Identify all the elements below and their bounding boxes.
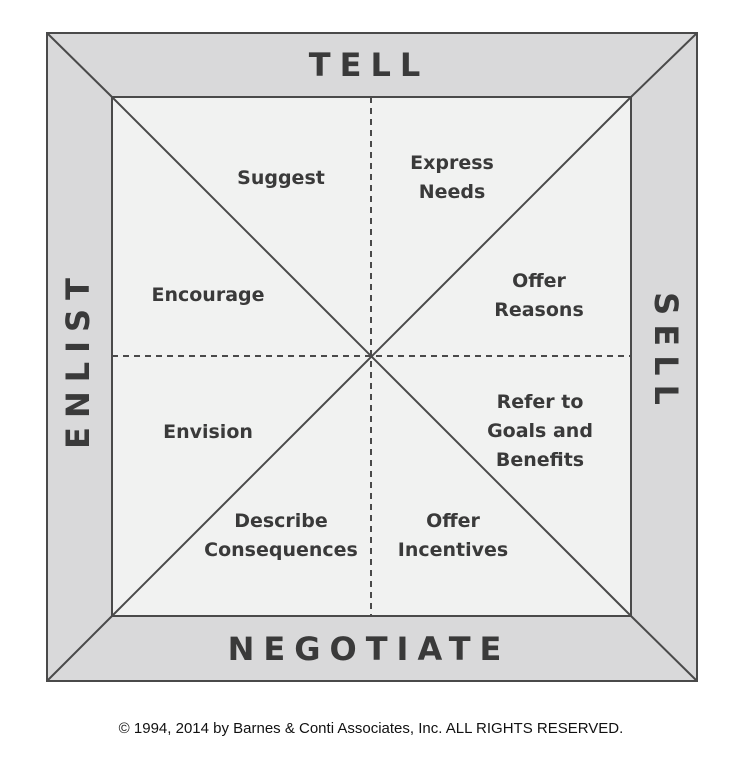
- cell-label-line: Goals and: [487, 420, 593, 442]
- side-label-negotiate: NEGOTIATE: [228, 630, 511, 668]
- cell-label-line: Refer to: [497, 391, 584, 413]
- cell-label-line: Suggest: [237, 167, 325, 189]
- side-label-tell: TELL: [309, 46, 429, 84]
- cell-label-line: Encourage: [151, 284, 264, 306]
- side-label-enlist: ENLIST: [59, 269, 97, 449]
- corner-line-bl: [46, 615, 113, 682]
- cell-suggest: Suggest: [237, 167, 325, 189]
- copyright-notice: © 1994, 2014 by Barnes & Conti Associate…: [119, 720, 624, 737]
- cell-label-line: Reasons: [494, 299, 584, 321]
- cell-label-line: Describe: [234, 510, 328, 532]
- cell-label-line: Incentives: [398, 539, 508, 561]
- diagonal-anti: [111, 96, 632, 617]
- cell-label-line: Benefits: [496, 449, 584, 471]
- cell-encourage: Encourage: [151, 284, 264, 306]
- cell-label-line: Express: [410, 152, 494, 174]
- cell-label-line: Needs: [419, 181, 486, 203]
- cell-label-line: Offer: [426, 510, 480, 532]
- corner-line-tr: [630, 32, 698, 98]
- side-label-sell: SELL: [647, 292, 685, 414]
- cell-label-line: Offer: [512, 270, 566, 292]
- cell-envision: Envision: [163, 421, 253, 443]
- cell-label-line: Consequences: [204, 539, 358, 561]
- cell-label-line: Envision: [163, 421, 253, 443]
- corner-line-br: [630, 615, 698, 682]
- corner-line-tl: [46, 32, 113, 98]
